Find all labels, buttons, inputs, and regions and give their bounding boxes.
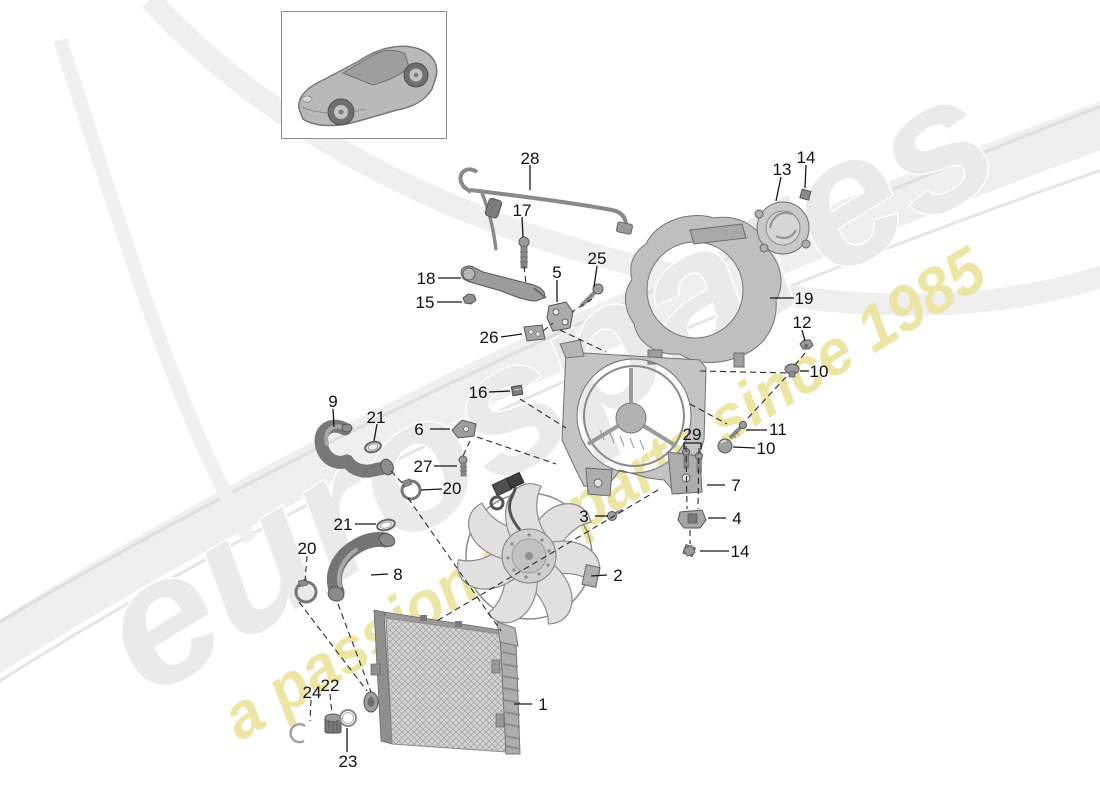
callout-20-left: 20 [298, 539, 317, 558]
part-fan-2 [449, 471, 610, 631]
callout-4: 4 [732, 509, 741, 528]
part-mount-4 [677, 509, 707, 529]
part-snapring-24 [289, 722, 306, 744]
callout-8: 8 [393, 565, 402, 584]
callout-22: 22 [321, 676, 340, 695]
callout-2: 2 [613, 566, 622, 585]
car-illustration [298, 45, 438, 127]
callout-19: 19 [795, 289, 814, 308]
part-oring-23 [339, 709, 357, 727]
part-oring-21-upper [364, 440, 382, 454]
part-nut-15 [462, 293, 477, 305]
callout-5: 5 [552, 263, 561, 282]
callout-leader-lines [332, 164, 809, 752]
callout-21-lower: 21 [334, 515, 353, 534]
callout-14-bottom: 14 [731, 542, 750, 561]
part-oring-21-lower [376, 518, 396, 532]
part-radiator-1 [363, 609, 521, 755]
callout-14-top: 14 [797, 148, 816, 167]
callout-27: 27 [414, 457, 433, 476]
car-thumbnail [281, 11, 447, 139]
part-plate-26 [523, 324, 546, 342]
callout-17: 17 [513, 201, 532, 220]
callout-24: 24 [303, 683, 322, 702]
brand-watermark: eurospares [63, 34, 1029, 733]
part-screw-27 [458, 455, 468, 477]
part-plug-22 [324, 713, 342, 734]
part-clip-14-bottom [682, 543, 697, 558]
part-ball-10-middle [717, 438, 733, 454]
part-clip-14-top [799, 188, 812, 201]
callout-10-middle: 10 [757, 439, 776, 458]
callout-10-right: 10 [810, 362, 829, 381]
part-fan-frame-7 [559, 339, 707, 497]
assembly-dashed-lines [298, 265, 806, 722]
callout-3: 3 [579, 507, 588, 526]
part-nut-12 [799, 339, 814, 350]
callout-15: 15 [416, 293, 435, 312]
part-clamp-20-middle [400, 478, 422, 501]
callout-7: 7 [731, 476, 740, 495]
callout-1: 1 [538, 695, 547, 714]
part-clamp-20-left [294, 578, 318, 604]
part-bracket-5 [546, 301, 574, 332]
callout-6: 6 [414, 420, 423, 439]
callout-20-middle: 20 [443, 479, 462, 498]
callout-18: 18 [417, 269, 436, 288]
part-screw-11 [728, 421, 747, 440]
part-motor-cover-13 [754, 201, 811, 255]
callout-13: 13 [773, 160, 792, 179]
callout-25: 25 [588, 249, 607, 268]
part-bracket-18 [460, 265, 547, 302]
callout-12: 12 [793, 313, 812, 332]
callout-21-upper: 21 [367, 408, 386, 427]
callout-16: 16 [469, 383, 488, 402]
part-bolt-17 [518, 236, 530, 269]
part-pipe-28 [458, 167, 633, 251]
callout-28: 28 [521, 149, 540, 168]
callout-9: 9 [328, 392, 337, 411]
part-hose-8 [326, 531, 396, 602]
callout-23: 23 [339, 752, 358, 771]
callout-labels: 28 17 18 15 5 25 26 13 14 19 12 10 16 6 … [298, 148, 829, 771]
callout-26: 26 [480, 328, 499, 347]
part-bracket-6 [451, 419, 477, 439]
callout-11: 11 [769, 420, 787, 439]
callout-29: 29 [683, 425, 702, 444]
part-clip-16 [510, 384, 524, 397]
part-grommet-10-right [784, 363, 800, 378]
part-hose-9 [314, 419, 394, 478]
part-fan-shroud-19 [625, 215, 782, 368]
